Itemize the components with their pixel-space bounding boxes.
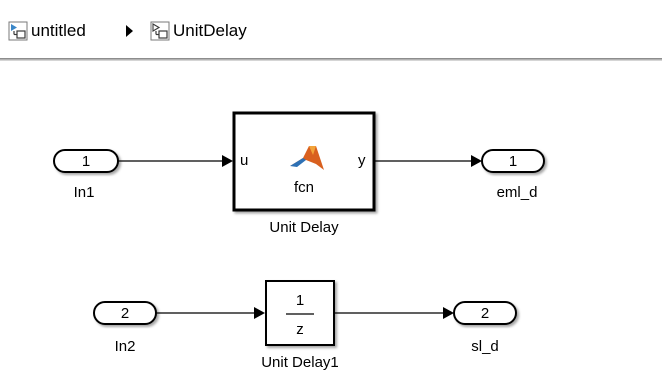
outport-sl-d[interactable]: 2 xyxy=(453,301,517,325)
block-name-unit-delay: Unit Delay xyxy=(269,219,339,236)
inport-in1-number: 1 xyxy=(82,153,90,170)
port-label-y: y xyxy=(358,152,366,169)
outport-eml-d-name: eml_d xyxy=(497,184,538,201)
outport-eml-d-number: 1 xyxy=(509,153,517,170)
model-icon xyxy=(8,21,28,41)
unit-delay-block[interactable]: 1 z xyxy=(265,280,335,346)
signal-line-sl-d[interactable] xyxy=(334,307,454,319)
block-name-unit-delay1: Unit Delay1 xyxy=(261,354,339,371)
matlab-logo-icon xyxy=(290,146,324,170)
inport-in1[interactable]: 1 xyxy=(53,149,119,173)
outport-sl-d-name: sl_d xyxy=(471,338,499,355)
breadcrumb: untitled UnitDelay xyxy=(0,0,662,58)
breadcrumb-subsystem-label: UnitDelay xyxy=(173,21,247,40)
inport-in2-name: In2 xyxy=(115,338,136,355)
arrowhead-icon xyxy=(254,307,265,319)
signal-line-in2[interactable] xyxy=(156,307,265,319)
transfer-denominator: z xyxy=(296,321,304,338)
arrowhead-icon xyxy=(443,307,454,319)
matlab-function-block[interactable]: u y fcn xyxy=(232,111,376,212)
function-name: fcn xyxy=(294,179,314,196)
toolbar-divider xyxy=(0,58,662,61)
subsystem-icon xyxy=(150,21,170,41)
breadcrumb-subsystem[interactable]: UnitDelay xyxy=(150,19,247,43)
arrowhead-icon xyxy=(471,155,482,167)
port-label-u: u xyxy=(240,152,248,169)
breadcrumb-root-label: untitled xyxy=(31,21,86,40)
inport-in2-number: 2 xyxy=(121,305,129,322)
breadcrumb-separator-icon xyxy=(126,25,133,37)
outport-eml-d[interactable]: 1 xyxy=(481,149,545,173)
inport-in1-name: In1 xyxy=(74,184,95,201)
breadcrumb-root-model[interactable]: untitled xyxy=(8,19,86,43)
signal-line-in1[interactable] xyxy=(118,155,233,167)
arrowhead-icon xyxy=(222,155,233,167)
outport-sl-d-number: 2 xyxy=(481,305,489,322)
signal-line-eml-d[interactable] xyxy=(374,155,482,167)
transfer-numerator: 1 xyxy=(296,292,304,309)
inport-in2[interactable]: 2 xyxy=(93,301,157,325)
